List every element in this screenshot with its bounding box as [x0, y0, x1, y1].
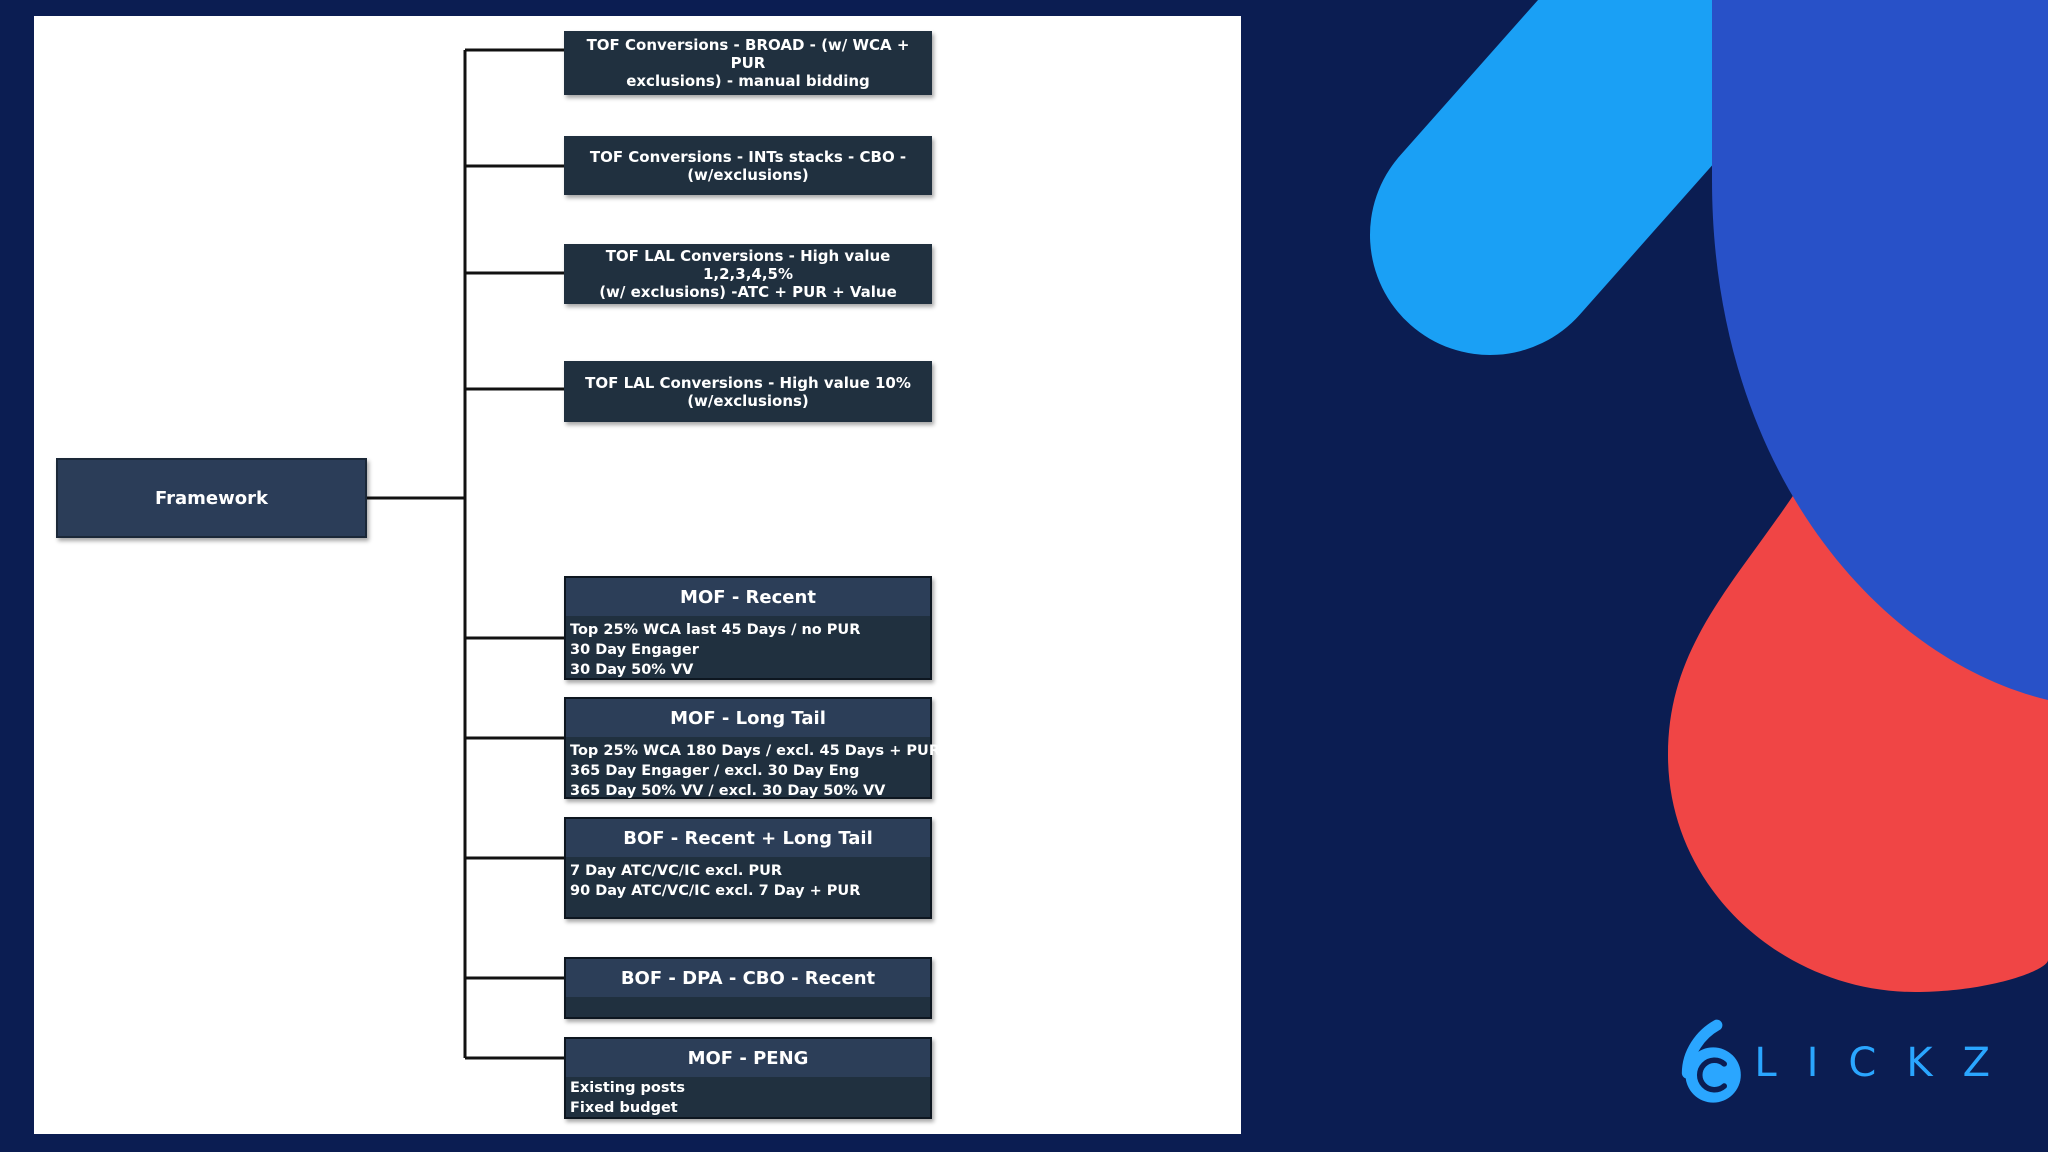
- node-line: (w/ exclusions) -ATC + PUR + Value: [599, 283, 897, 301]
- node-line: 7 Day ATC/VC/IC excl. PUR: [570, 863, 783, 879]
- node-line: 30 Day 50% VV: [570, 662, 694, 678]
- node-line: Top 25% WCA last 45 Days / no PUR: [570, 622, 861, 638]
- blue-circle-shape: [1712, 0, 2048, 700]
- node-line: exclusions) - manual bidding: [626, 72, 870, 90]
- node-tof-lal-1-5: TOF LAL Conversions - High value 1,2,3,4…: [564, 244, 932, 304]
- node-line: 365 Day Engager / excl. 30 Day Eng: [570, 763, 860, 779]
- six-logo-icon: [1681, 1019, 1741, 1103]
- node-tof-lal-10: TOF LAL Conversions - High value 10% (w/…: [564, 361, 932, 422]
- node-mof-recent: MOF - Recent Top 25% WCA last 45 Days / …: [564, 576, 932, 680]
- node-line: Existing posts: [570, 1080, 686, 1096]
- node-line: TOF LAL Conversions - High value 1,2,3,4…: [605, 247, 891, 283]
- light-blue-stroke-shape: [1370, 0, 1842, 355]
- node-line: TOF Conversions - INTs stacks - CBO -: [589, 147, 907, 166]
- node-title: MOF - Recent: [566, 578, 930, 616]
- node-line: 30 Day Engager: [570, 642, 699, 658]
- node-line: TOF LAL Conversions - High value 10%: [585, 373, 911, 392]
- node-title: MOF - PENG: [566, 1039, 930, 1077]
- brand-logo-text: LICKZ: [1754, 1040, 2020, 1086]
- node-line: TOF Conversions - BROAD - (w/ WCA + PUR: [586, 36, 910, 72]
- node-mof-long-tail: MOF - Long Tail Top 25% WCA 180 Days / e…: [564, 697, 940, 799]
- tree-connectors: [367, 48, 564, 1060]
- node-line: 90 Day ATC/VC/IC excl. 7 Day + PUR: [570, 883, 861, 899]
- node-line: Fixed budget: [570, 1100, 678, 1116]
- node-line: (w/exclusions): [687, 165, 809, 184]
- node-line: (w/exclusions): [687, 391, 809, 410]
- diagram-panel: Framework TOF Conversions - BROAD - (w/ …: [34, 16, 1241, 1134]
- node-bof-dpa-cbo: BOF - DPA - CBO - Recent: [564, 957, 932, 1019]
- node-bof-recent-long-tail: BOF - Recent + Long Tail 7 Day ATC/VC/IC…: [564, 817, 932, 919]
- root-node-framework: Framework: [56, 458, 367, 538]
- brand-logo: LICKZ: [1680, 1018, 2020, 1108]
- node-line: 365 Day 50% VV / excl. 30 Day 50% VV: [570, 783, 886, 799]
- node-title: MOF - Long Tail: [566, 699, 930, 737]
- root-node-label: Framework: [155, 487, 268, 509]
- node-line: Top 25% WCA 180 Days / excl. 45 Days + P…: [570, 743, 940, 759]
- node-tof-broad: TOF Conversions - BROAD - (w/ WCA + PUR …: [564, 31, 932, 95]
- node-mof-peng: MOF - PENG Existing posts Fixed budget: [564, 1037, 932, 1119]
- node-title: BOF - Recent + Long Tail: [566, 819, 930, 857]
- node-title: BOF - DPA - CBO - Recent: [566, 959, 930, 997]
- node-tof-ints-stacks: TOF Conversions - INTs stacks - CBO - (w…: [564, 136, 932, 195]
